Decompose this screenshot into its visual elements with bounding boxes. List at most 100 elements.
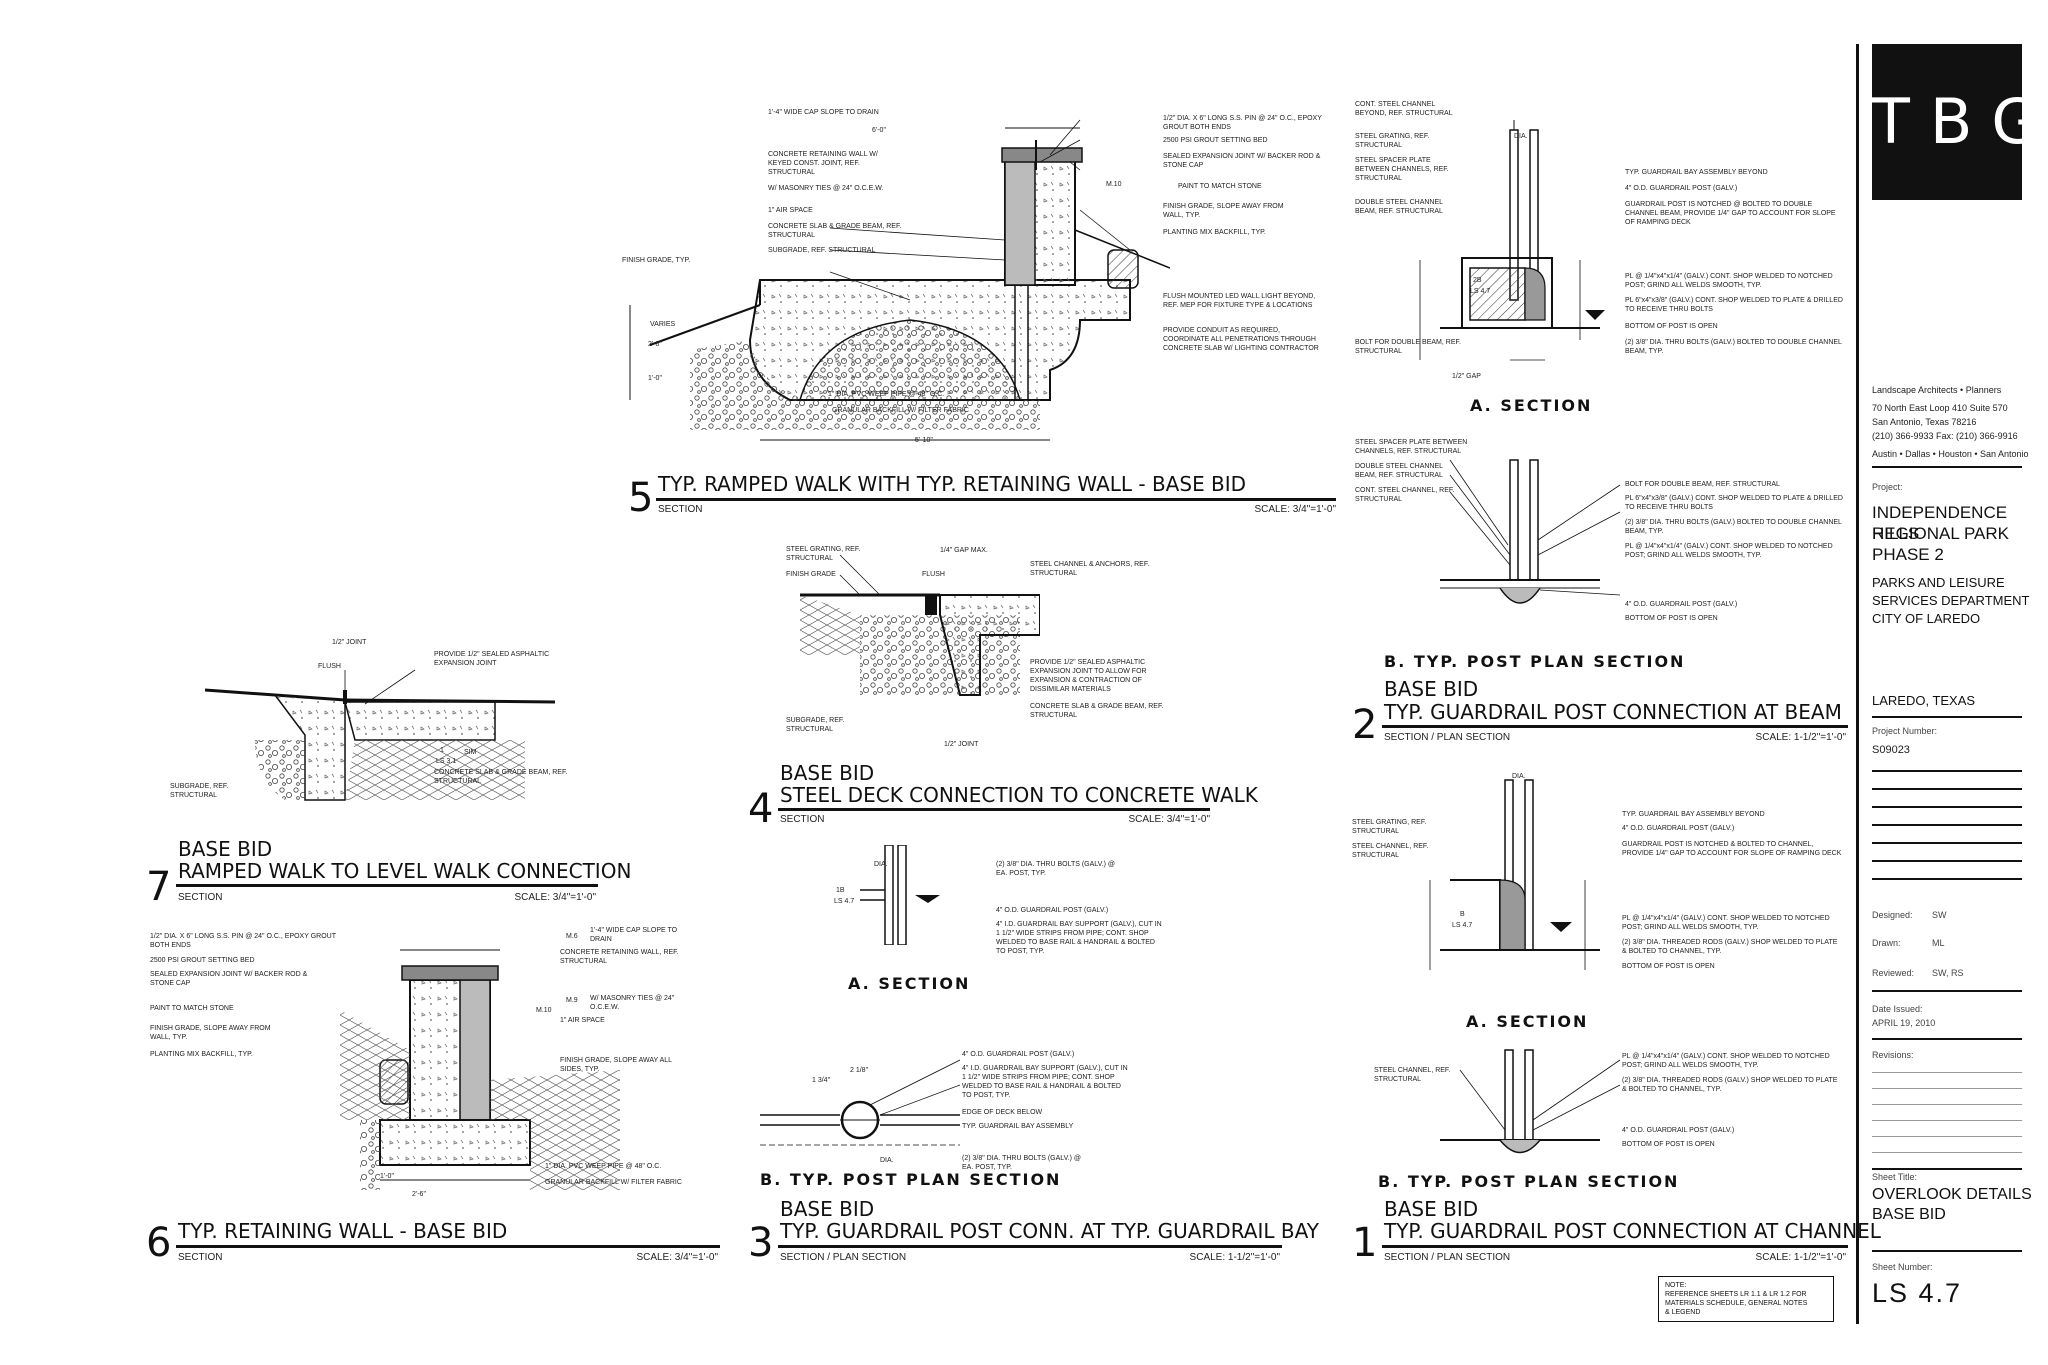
firm-line: Landscape Architects • Planners — [1872, 385, 2002, 395]
dimension: DIA. — [1514, 133, 1528, 140]
note: STEEL GRATING, REF. STRUCTURAL — [1355, 133, 1430, 149]
section-label: A. SECTION — [1466, 1012, 1589, 1031]
note: BOTTOM OF POST IS OPEN — [1622, 1141, 1715, 1148]
detail-tag: B — [1460, 911, 1465, 918]
note: BOTTOM OF POST IS OPEN — [1625, 323, 1718, 330]
detail-subtitle: SECTION / PLAN SECTION — [780, 1252, 907, 1263]
note: PL @ 1/4"x4"x1/4" (GALV.) CONT. SHOP WEL… — [1622, 915, 1830, 931]
note: 4" O.D. GUARDRAIL POST (GALV.) — [1622, 825, 1735, 832]
note: FINISH GRADE — [786, 571, 836, 578]
firm-phone: (210) 366-9933 Fax: (210) 366-9916 — [1872, 431, 2018, 441]
revision-line — [1872, 1152, 2022, 1153]
note: 1/4" GAP MAX. — [940, 547, 988, 554]
note: 1" DIA. PVC WEEP PIPE @ 48" O.C. — [545, 1163, 662, 1170]
client: CITY OF LAREDO — [1872, 611, 1981, 626]
detail-number: 3 — [748, 1220, 774, 1266]
title-block-rule — [1872, 860, 2022, 862]
title-block-rule — [1872, 716, 2022, 718]
note: CONT. STEEL CHANNEL, REF. STRUCTURAL — [1355, 487, 1455, 503]
note: 1/2" JOINT — [944, 741, 979, 748]
note: CONCRETE SLAB & GRADE BEAM, REF. STRUCTU… — [1030, 703, 1164, 719]
note: SUBGRADE, REF. STRUCTURAL — [170, 783, 229, 799]
section-label: B. TYP. POST PLAN SECTION — [1378, 1172, 1680, 1191]
detail-4-drawing — [800, 555, 1040, 696]
designed-label: Designed: — [1872, 910, 1913, 920]
note: PL 6"x4"x3/8" (GALV.) CONT. SHOP WELDED … — [1625, 495, 1843, 511]
note: (2) 3/8" DIA. THRU BOLTS (GALV.) @ EA. P… — [962, 1155, 1082, 1171]
revision-line — [1872, 1120, 2022, 1121]
title-rule — [176, 1245, 720, 1248]
note: DOUBLE STEEL CHANNEL BEAM, REF. STRUCTUR… — [1355, 199, 1443, 215]
detail-scale: SCALE: 3/4"=1'-0" — [1128, 814, 1210, 825]
note: 1'-4" WIDE CAP SLOPE TO DRAIN — [590, 927, 678, 943]
note: STEEL SPACER PLATE BETWEEN CHANNELS, REF… — [1355, 439, 1468, 455]
title-rule — [656, 498, 1336, 501]
detail-3b-drawing — [760, 1059, 960, 1146]
note: STEEL CHANNEL, REF. STRUCTURAL — [1352, 843, 1429, 859]
note-line: REFERENCE SHEETS LR 1.1 & LR 1.2 FOR — [1665, 1291, 1807, 1298]
note: 2500 PSI GROUT SETTING BED — [150, 957, 255, 964]
note: PL 6"x4"x3/8" (GALV.) CONT. SHOP WELDED … — [1625, 297, 1843, 313]
note: FINISH GRADE, SLOPE AWAY FROM WALL, TYP. — [1163, 203, 1284, 219]
note: SUBGRADE, REF. STRUCTURAL — [786, 717, 845, 733]
project-name: PHASE 2 — [1872, 545, 1944, 564]
note: 1'-4" WIDE CAP SLOPE TO DRAIN — [768, 109, 879, 116]
firm-logo: TBG — [1872, 44, 2039, 200]
note: FINISH GRADE, SLOPE AWAY FROM WALL, TYP. — [150, 1025, 271, 1041]
note: DOUBLE STEEL CHANNEL BEAM, REF. STRUCTUR… — [1355, 463, 1443, 479]
title-block-rule — [1872, 1038, 2022, 1040]
note: 1/2" DIA. X 6" LONG S.S. PIN @ 24" O.C.,… — [1163, 115, 1322, 131]
note: 1" AIR SPACE — [768, 207, 813, 214]
dimension: 6'-0" — [872, 127, 886, 134]
detail-scale: SCALE: 1-1/2"=1'-0" — [1189, 1252, 1280, 1263]
detail-title-line1: BASE BID — [1384, 1197, 1479, 1221]
note: CONCRETE SLAB & GRADE BEAM, REF. STRUCTU… — [768, 223, 902, 239]
note: FLUSH — [922, 571, 945, 578]
detail-scale: SCALE: 3/4"=1'-0" — [636, 1252, 718, 1263]
client: SERVICES DEPARTMENT — [1872, 593, 2030, 608]
note: 1/2" GAP — [1452, 373, 1481, 380]
detail-number: 1 — [1352, 1220, 1378, 1266]
sheet-title: BASE BID — [1872, 1206, 1946, 1223]
date-label: Date Issued: — [1872, 1004, 1923, 1014]
detail-3a-drawing — [860, 845, 940, 945]
note: STEEL SPACER PLATE BETWEEN CHANNELS, REF… — [1355, 157, 1449, 182]
note: STEEL GRATING, REF. STRUCTURAL — [1352, 819, 1427, 835]
detail-subtitle: SECTION / PLAN SECTION — [1384, 1252, 1511, 1263]
dimension: 1 3/4" — [812, 1077, 831, 1084]
note: PL @ 1/4"x4"x1/4" (GALV.) CONT. SHOP WEL… — [1625, 543, 1833, 559]
location: LAREDO, TEXAS — [1872, 693, 1976, 708]
detail-subtitle: SECTION — [178, 892, 223, 903]
note: BOLT FOR DOUBLE BEAM, REF. STRUCTURAL — [1355, 339, 1461, 355]
detail-7-drawing — [204, 669, 555, 801]
note: CONT. STEEL CHANNEL BEYOND, REF. STRUCTU… — [1355, 101, 1453, 117]
note: PROVIDE 1/2" SEALED ASPHALTIC EXPANSION … — [1030, 659, 1147, 693]
detail-6-drawing — [340, 949, 620, 1190]
detail-number: 6 — [146, 1220, 172, 1266]
detail-title: TYP. GUARDRAIL POST CONN. AT TYP. GUARDR… — [780, 1219, 1319, 1243]
note: PAINT TO MATCH STONE — [150, 1005, 234, 1012]
detail-title-line1: BASE BID — [178, 837, 273, 861]
note: PLANTING MIX BACKFILL, TYP. — [150, 1051, 253, 1058]
dimension: 1'-0" — [380, 1173, 394, 1180]
detail-title-line1: BASE BID — [780, 1197, 875, 1221]
note: PROVIDE 1/2" SEALED ASPHALTIC EXPANSION … — [434, 651, 550, 667]
detail-subtitle: SECTION / PLAN SECTION — [1384, 732, 1511, 743]
note: SIM — [464, 749, 477, 756]
detail-scale: SCALE: 1-1/2"=1'-0" — [1755, 1252, 1846, 1263]
dimension: 2 1/8" — [850, 1067, 869, 1074]
title-rule — [1382, 725, 1848, 728]
detail-number: 7 — [146, 864, 172, 910]
title-block-rule — [1872, 770, 2022, 772]
note-line: & LEGEND — [1665, 1309, 1701, 1316]
detail-title: STEEL DECK CONNECTION TO CONCRETE WALK — [780, 783, 1258, 807]
detail-5-drawing — [629, 119, 1170, 441]
note: (2) 3/8" DIA. THRU BOLTS (GALV.) @ EA. P… — [996, 861, 1116, 877]
firm-offices: Austin • Dallas • Houston • San Antonio — [1872, 449, 2029, 459]
detail-number: 5 — [628, 475, 654, 521]
client: PARKS AND LEISURE — [1872, 575, 2005, 590]
section-label: A. SECTION — [848, 974, 971, 993]
note: GUARDRAIL POST IS NOTCHED & BOLTED TO CH… — [1622, 841, 1842, 857]
title-block — [1856, 44, 2029, 1324]
